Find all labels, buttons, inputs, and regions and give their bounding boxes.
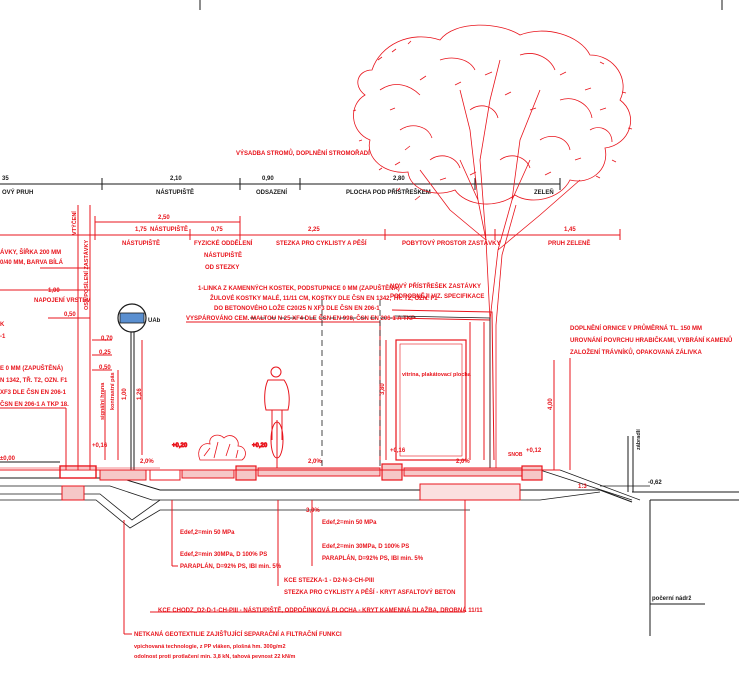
- center-block-3: DO BETONOVÉHO LOŽE C20/25 N XF3 DLE ČSN …: [214, 304, 380, 312]
- railing-and-tank: zábradlí -0,62 počerní nádrž: [600, 429, 739, 636]
- pavement-section: 2,0% 2,0% 2,0% 3,0% 1:3: [0, 459, 641, 529]
- dim-second-value-2: 1,75: [135, 227, 147, 233]
- shelter-block-2: PODROBNĚJI VIZ. SPECIFIKACE: [390, 292, 484, 300]
- level-1: ±0,00: [0, 456, 16, 462]
- left-line-4: -1: [0, 334, 6, 340]
- dim-top-value-4: 2,80: [393, 176, 405, 182]
- slope-4: 3,0%: [306, 508, 320, 514]
- dim-vertical-1: 1,26: [137, 388, 143, 400]
- dim-second-label-2: NÁSTUPIŠTĚ: [122, 239, 160, 247]
- dim-top-label-5: ZELEŇ: [534, 188, 554, 196]
- railing-label: zábradlí: [636, 429, 642, 450]
- dim-second-label-1: NÁSTUPIŠTĚ: [150, 225, 188, 233]
- right-block-3: ZALOŽENÍ TRÁVNÍKŮ, OPAKOVANÁ ZÁLIVKA: [570, 348, 702, 356]
- top-dimension-line: 35 OVÝ PRUH 2,10 NÁSTUPIŠTĚ 0,90 ODSAZEN…: [0, 0, 723, 196]
- dim-top-value-3: 0,90: [262, 176, 274, 182]
- dim-top-label-4: PLOCHA POD PŘÍSTŘEŠKEM: [346, 188, 431, 196]
- right-block-1: DOPLNĚNÍ ORNICE V PRŮMĚRNÁ TL. 150 MM: [570, 324, 702, 332]
- right-annotation-block: DOPLNĚNÍ ORNICE V PRŮMĚRNÁ TL. 150 MM UR…: [569, 324, 732, 470]
- dim-second-label-3: FYZICKÉ ODDĚLENÍ: [194, 239, 253, 247]
- dim-top-label-3: ODSAZENÍ: [256, 188, 287, 196]
- dim-small-1: 1,00: [48, 288, 60, 294]
- geotextile-3: odolnost proti protlačení min. 3,8 kN, t…: [134, 654, 295, 660]
- dim-top-label-1: OVÝ PRUH: [2, 189, 33, 196]
- level-6: +0,12: [526, 448, 542, 454]
- left-block-3: XF3 DLE ČSN EN 206-1: [0, 389, 67, 396]
- bus-stop-sign: UAb 1,26 1,00: [117, 303, 161, 470]
- edef-a-2: Edef,2=min 30MPa, D 100% PS: [180, 552, 267, 558]
- level-4: +0,20: [252, 443, 268, 449]
- dim-second-value-6: 1,45: [564, 227, 576, 233]
- edef-b-2: Edef,2=min 30MPa, D 100% PS: [322, 544, 409, 550]
- dim-top-label-2: NÁSTUPIŠTĚ: [156, 188, 194, 196]
- bus-shelter: vitrína, plakátovací plocha NOVÝ PŘÍSTŘE…: [380, 282, 555, 470]
- slope-2: 2,0%: [308, 459, 322, 465]
- dim-small-2: 0,50: [64, 312, 76, 318]
- bus-stop-axis-label: OSA POSÍLENÍ ZASTÁVKY: [82, 240, 90, 310]
- slope-1: 2,0%: [140, 459, 154, 465]
- dim-vertical-4: 4,00: [548, 398, 554, 410]
- dim-small-4: 0,25: [99, 350, 111, 356]
- right-level: -0,62: [648, 480, 662, 486]
- cyclist-illustration: [264, 366, 290, 470]
- kce-stezka-2: STEZKA PRO CYKLISTY A PĚŠÍ - KRYT ASFALT…: [284, 588, 455, 596]
- contrast-strip-label: kontrastní pás: [110, 372, 116, 410]
- dim-small-3: 0,70: [101, 336, 113, 342]
- dim-second-label-4: STEZKA PRO CYKLISTY A PĚŠÍ: [276, 239, 367, 247]
- center-block-1: 1-LINKA Z KAMENNÝCH KOSTEK, PODSTUPNICE …: [198, 284, 400, 292]
- layer-labels: Edef,2=min 50 MPa Edef,2=min 30MPa, D 10…: [123, 500, 483, 660]
- dashed-clearance-lines: [250, 300, 420, 470]
- slope-5: 1:3: [578, 484, 587, 490]
- right-block-2: UROVNÁNÍ POVRCHU HRABIČKAMI, VYBRÁNÍ KAM…: [570, 336, 732, 344]
- snob-label: SNOB: [508, 452, 523, 458]
- left-line-1: ÁVKY, ŠÍŘKA 200 MM: [0, 248, 61, 256]
- tree-planting-label: VÝSADBA STROMŮ, DOPLNĚNÍ STROMOŘADÍ: [236, 149, 370, 157]
- dim-second-value-4: 2,25: [308, 227, 320, 233]
- level-2: +0,16: [92, 443, 108, 449]
- level-5: +0,16: [390, 448, 406, 454]
- bush-illustration: +0,20 +0,20: [172, 434, 268, 461]
- dim-second-label-6: PRUH ZELENĚ: [548, 239, 590, 247]
- dim-vertical-3: 3,80: [380, 383, 386, 395]
- dim-top-value-2: 2,10: [170, 176, 182, 182]
- left-block-1: E 0 MM (ZAPUŠTĚNÁ): [0, 364, 63, 372]
- second-dimension-line: 2,50 NÁSTUPIŠTĚ 1,75 NÁSTUPIŠTĚ 0,75 FYZ…: [0, 215, 621, 271]
- geotextile-1: NETKANÁ GEOTEXTILIE ZAJIŠŤUJÍCÍ SEPARAČN…: [134, 630, 342, 638]
- kce-stezka-1: KCE STEZKA-1 - D2-N-3-CH-PIII: [284, 578, 374, 584]
- left-annotations: VTÝČENÍ OSA POSÍLENÍ ZASTÁVKY ÁVKY, ŠÍŘK…: [0, 205, 119, 470]
- tree-illustration: [352, 24, 633, 470]
- dim-second-value-3: 0,75: [211, 227, 223, 233]
- dim-second-value-1: 2,50: [158, 215, 170, 221]
- slope-3: 2,0%: [456, 459, 470, 465]
- napojeni-label: NAPOJENÍ VRSTEV: [34, 296, 90, 304]
- tank-label: počerní nádrž: [652, 596, 691, 602]
- left-line-3: K: [0, 322, 5, 328]
- center-block-4: VYSPÁROVÁNO CEM. MALTOU N 25 XF4 DLE ČSN…: [186, 315, 415, 322]
- level-3: +0,20: [172, 443, 188, 449]
- vitrina-label: vitrína, plakátovací plocha: [402, 372, 472, 378]
- geotextile-2: vpichovaná technologie, z PP vláken, plo…: [134, 644, 286, 650]
- dim-second-label-3b: NÁSTUPIŠTĚ: [204, 251, 242, 259]
- vtyc-label: VTÝČENÍ: [70, 211, 78, 235]
- left-block-2: N 1342, TŘ. T2, OZN. F1: [0, 376, 68, 384]
- shelter-block-1: NOVÝ PŘÍSTŘEŠEK ZASTÁVKY: [390, 282, 481, 290]
- left-line-2: 0/40 MM, BARVA BÍLÁ: [0, 258, 64, 266]
- signal-edge-label: signální hrana: [100, 382, 106, 420]
- dim-second-label-5: POBYTOVÝ PROSTOR ZASTÁVKY: [402, 240, 500, 247]
- edef-b-1: Edef,2=min 50 MPa: [322, 520, 377, 526]
- dim-second-label-3c: OD STEZKY: [205, 265, 239, 271]
- edef-b-3: PARAPLÁN, D=92% PS, IBI min. 5%: [322, 555, 424, 562]
- edef-a-1: Edef,2=min 50 MPa: [180, 530, 235, 536]
- dim-small-5: 0,50: [99, 365, 111, 371]
- ub-label: UAb: [148, 318, 161, 324]
- dim-top-value-1: 35: [2, 176, 9, 182]
- edef-a-3: PARAPLÁN, D=92% PS, IBI min. 5%: [180, 563, 282, 570]
- left-block-4: ČSN EN 206-1 A TKP 18.: [0, 401, 69, 408]
- dim-vertical-2: 1,00: [122, 388, 128, 400]
- kce-chodnik: KCE CHODZ_D2-D-1-CH-PIII - NÁSTUPIŠTĚ, O…: [158, 606, 483, 614]
- center-block-2: ŽULOVÉ KOSTKY MALÉ, 11/11 CM, KOSTKY DLE…: [210, 294, 438, 302]
